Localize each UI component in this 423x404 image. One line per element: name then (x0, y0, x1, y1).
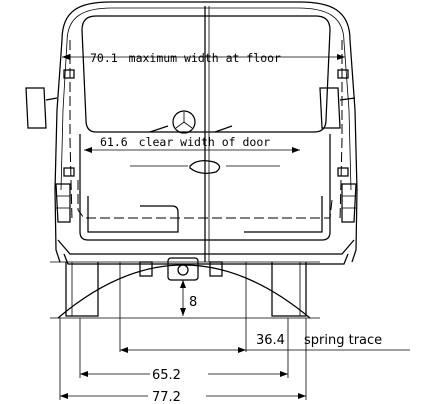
dim-36-4-text: 36.4 (256, 333, 285, 348)
dim-61-6-text: 61.6 clear width of door (100, 135, 270, 149)
dim-overall-width: 77.2 (59, 318, 307, 404)
dim-65-2-text: 65.2 (152, 368, 181, 383)
van-body (25, 1, 358, 265)
dim-spring-trace: 36.4 spring trace (119, 262, 410, 353)
dim-8-text: 8 (189, 295, 197, 310)
dim-70-1-text: 70.1 maximum width at floor (90, 51, 281, 65)
dim-max-width-floor: 70.1 maximum width at floor (62, 51, 345, 65)
dim-clear-width-door: 61.6 clear width of door (84, 135, 300, 153)
dim-track-width: 65.2 (79, 318, 289, 383)
dim-77-2-text: 77.2 (152, 390, 181, 404)
dim-ground-clearance: 8 (180, 280, 197, 316)
spring-trace-arc (57, 264, 311, 319)
reference-dashes (69, 40, 343, 221)
dim-spring-trace-label: spring trace (304, 333, 382, 348)
